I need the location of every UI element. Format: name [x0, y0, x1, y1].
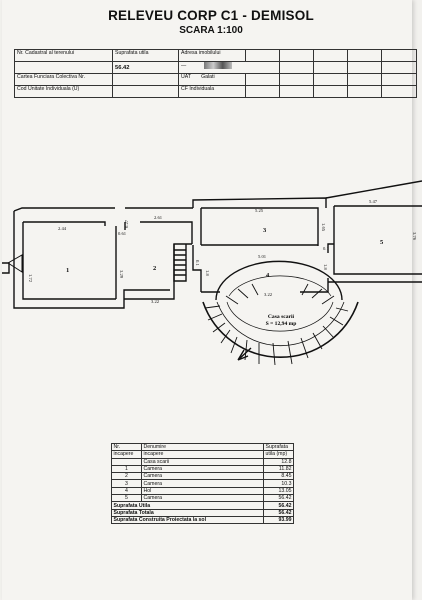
dim-label: 2.61 [154, 215, 163, 220]
head-nr: Nr. [111, 442, 142, 452]
head-sup: Suprafata [263, 442, 294, 452]
room-number: 2 [153, 265, 156, 272]
uat-value: Galati [201, 74, 215, 81]
total-row: Suprafata Totala 56.42 [111, 508, 294, 517]
dim-label: 5.25 [255, 208, 264, 213]
room-number: 5 [380, 239, 384, 246]
dim-label: 1.72 [28, 274, 33, 283]
total-row: Suprafata Utila 56.42 [111, 501, 294, 510]
table-row: 5 Camera 56.42 [111, 494, 294, 503]
rooms-table: Nr. Denumire Suprafata incapere incapere… [111, 442, 294, 525]
dim-label: 3.22 [264, 292, 273, 297]
address-value: — [181, 62, 187, 69]
area-label: Suprafata utila [112, 49, 179, 62]
head-den: Denumire [141, 442, 264, 452]
area-value: 56.42 [112, 61, 179, 74]
dim-label: 2.44 [58, 226, 67, 231]
cadastral-label: Nr. Cadastral al terenului [14, 49, 113, 62]
dim-label: 0.1 [195, 260, 200, 266]
dim-label: 3.29 [119, 270, 124, 279]
address-label: Adresa imobilului [178, 49, 246, 62]
stair-area: S = 12,94 mp [266, 321, 297, 327]
dim-label: 0.1 [323, 246, 329, 251]
info-table: Nr. Cadastral al terenului Suprafata uti… [14, 49, 417, 98]
scale-label: SCARA 1:100 [179, 25, 243, 36]
cf-label: CF Individuala [178, 85, 246, 98]
cod-label: Cod Unitate Individuala (U) [14, 85, 113, 98]
dim-label: 3.76 [412, 232, 417, 241]
head-den2: incapere [141, 450, 264, 459]
stair-label: Casa scarii [268, 314, 295, 320]
table-row: 4 Hol 13.05 [111, 486, 294, 496]
dim-label: 5.47 [369, 199, 378, 204]
floor-plan: 2.44 0.27 0.61 2.61 5.25 1.65 5.47 3.76 … [2, 180, 422, 366]
room-number: 1 [66, 267, 69, 274]
table-row: Casa scarii 12.8 [111, 457, 294, 466]
dim-label: 0.27 [124, 219, 129, 228]
uat-label: UAT [181, 74, 191, 81]
dim-label: 0.61 [118, 231, 127, 236]
total-row: Suprafata Construita Proiectata la sol 9… [111, 515, 294, 525]
dim-label: 1.8 [323, 264, 328, 270]
room-number: 4 [266, 272, 270, 279]
dim-label: 3.22 [151, 299, 160, 304]
dim-label: 1.8 [205, 270, 210, 276]
head-nr2: incapere [111, 450, 142, 459]
dim-label: 1.65 [321, 223, 326, 232]
dim-label: 5.01 [258, 254, 267, 259]
carte-label: Cartea Funciara Colectiva Nr. [14, 73, 113, 86]
page-title: RELEVEU CORP C1 - DEMISOL [108, 8, 314, 23]
table-row: 3 Camera 10.3 [111, 479, 294, 488]
table-row: 2 Camera 8.45 [111, 472, 294, 481]
room-number: 3 [263, 227, 267, 234]
redacted-mark [204, 62, 233, 69]
head-sup2: utila (mp) [263, 450, 294, 459]
table-row: 1 Camera 11.82 [111, 464, 294, 474]
